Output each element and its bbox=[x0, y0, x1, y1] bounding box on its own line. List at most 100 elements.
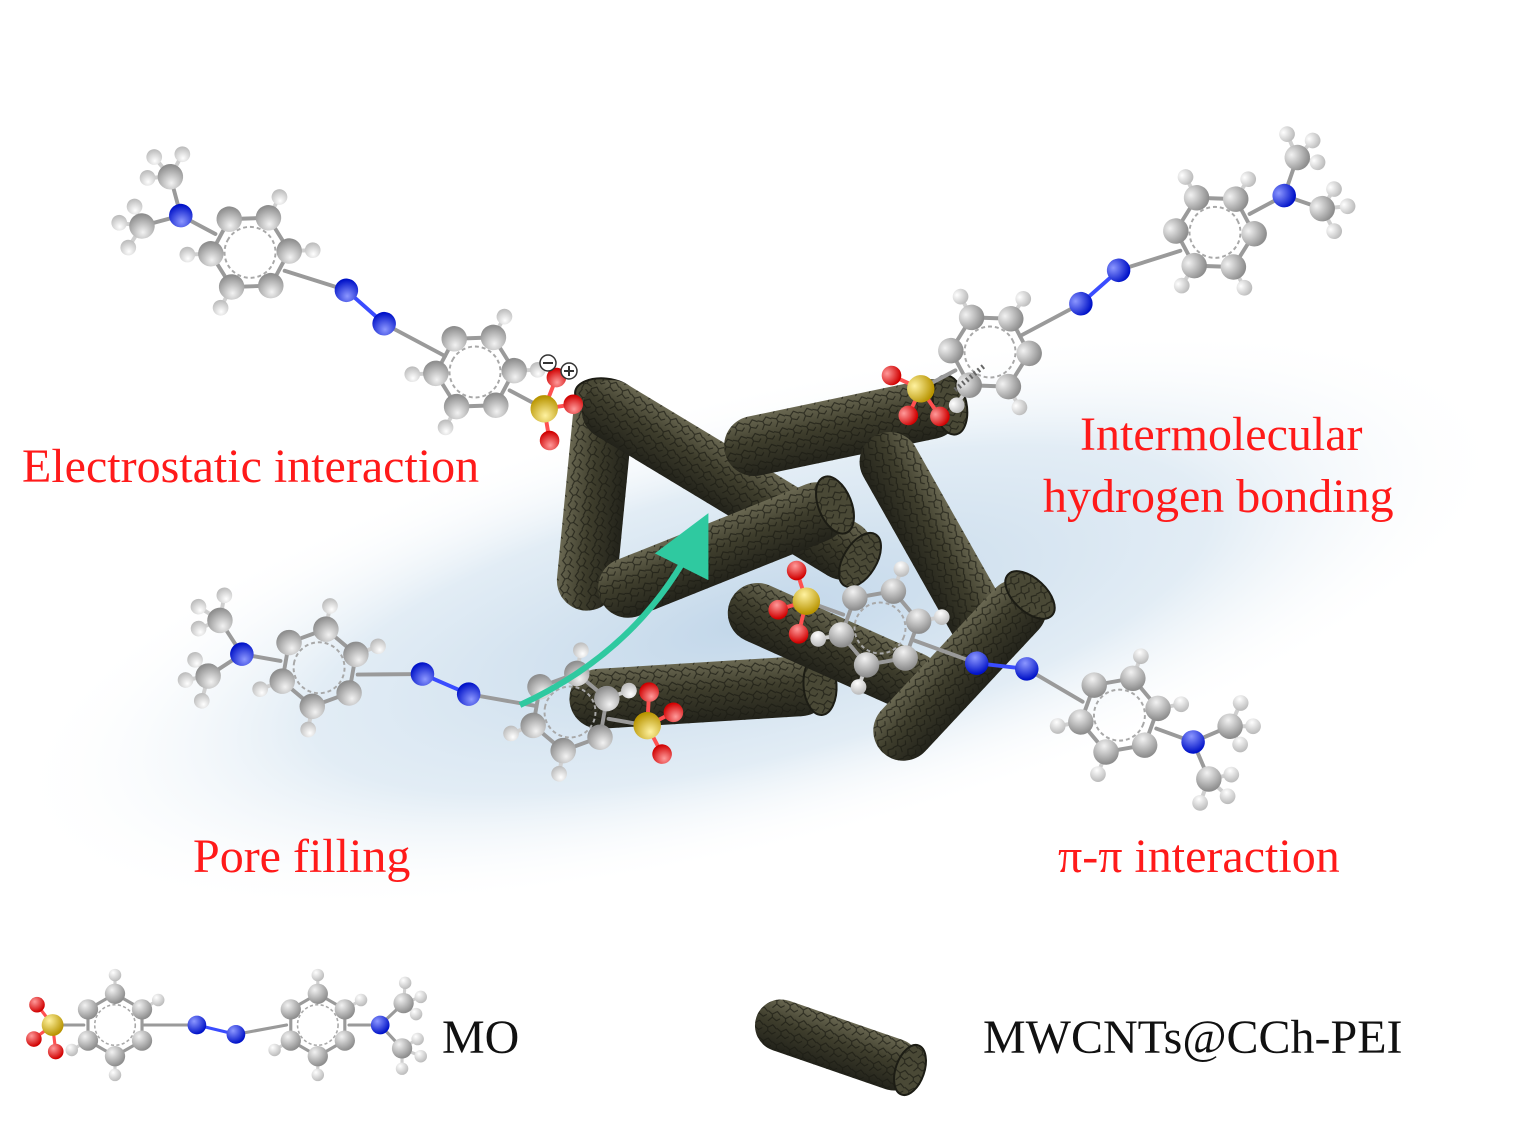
hydrogen-atom bbox=[190, 620, 207, 637]
oxygen-atom bbox=[652, 744, 672, 764]
carbon-atom bbox=[594, 685, 620, 712]
carbon-atom bbox=[258, 272, 284, 299]
hydrogen-atom bbox=[1173, 696, 1190, 713]
carbon-atom bbox=[938, 337, 964, 364]
hydrogen-atom bbox=[190, 598, 207, 615]
carbon-atom bbox=[391, 1038, 413, 1059]
carbon-atom bbox=[1093, 739, 1119, 765]
hydrogen-atom bbox=[1011, 399, 1028, 416]
hydrogen-atom bbox=[411, 1032, 424, 1046]
hydrogen-atom bbox=[174, 146, 191, 163]
carbon-atom bbox=[1181, 252, 1207, 279]
carbon-atom bbox=[1068, 709, 1094, 735]
carbon-atom bbox=[520, 712, 546, 739]
carbon-atom bbox=[892, 645, 918, 671]
hydrogen-atom bbox=[1279, 126, 1295, 142]
carbon-atom bbox=[1145, 695, 1171, 722]
carbon-atom bbox=[995, 373, 1022, 400]
carbon-atom bbox=[483, 392, 509, 418]
hydrogen-atom bbox=[395, 1062, 409, 1075]
carbon-atom bbox=[280, 999, 301, 1020]
hydrogen-atom bbox=[1326, 181, 1342, 197]
oxygen-atom bbox=[786, 560, 807, 581]
nitrogen-atom bbox=[1015, 657, 1039, 681]
nitrogen-atom bbox=[1069, 291, 1093, 316]
hydrogen-atom bbox=[271, 189, 288, 205]
pore-filling-label: Pore filling bbox=[193, 830, 411, 883]
hydrogen-atom bbox=[810, 631, 827, 647]
hydrogen-atom bbox=[177, 672, 194, 688]
carbon-atom bbox=[480, 324, 507, 351]
hydrogen-bonding-label-line2: hydrogen bonding bbox=[1043, 470, 1394, 523]
carbon-atom bbox=[842, 585, 868, 611]
hydrogen-atom bbox=[151, 993, 165, 1007]
nitrogen-atom bbox=[456, 682, 481, 706]
hydrogen-atom bbox=[1133, 648, 1149, 665]
hydrogen-atom bbox=[414, 1049, 427, 1063]
carbon-atom bbox=[998, 306, 1024, 332]
carbon-atom bbox=[587, 724, 613, 750]
oxygen-atom bbox=[539, 430, 560, 451]
nitrogen-atom bbox=[372, 311, 396, 336]
hydrogen-atom bbox=[409, 1007, 423, 1021]
carbon-atom bbox=[1120, 665, 1146, 692]
carbon-atom bbox=[77, 1030, 99, 1051]
carbon-atom bbox=[198, 241, 224, 267]
hydrogen-atom bbox=[252, 681, 268, 698]
hydrogen-atom bbox=[573, 642, 589, 659]
carbon-atom bbox=[307, 983, 328, 1004]
carbon-atom bbox=[334, 999, 355, 1020]
sulfur-atom bbox=[530, 395, 558, 423]
hydrogen-atom bbox=[933, 609, 950, 625]
nitrogen-atom bbox=[169, 203, 193, 228]
hydrogen-atom bbox=[414, 990, 427, 1004]
carbon-atom bbox=[1217, 713, 1243, 739]
hydrogen-atom bbox=[354, 993, 368, 1007]
carbon-atom bbox=[129, 213, 155, 239]
carbon-atom bbox=[880, 578, 907, 604]
hydrogen-atom bbox=[311, 968, 325, 982]
carbon-atom bbox=[1241, 221, 1267, 247]
carbon-atom bbox=[550, 737, 576, 764]
hydrogen-atom bbox=[268, 1043, 281, 1057]
carbon-atom bbox=[104, 983, 126, 1004]
carbon-atom bbox=[1284, 144, 1311, 171]
hydrogen-atom bbox=[300, 721, 317, 738]
molecule-layer bbox=[26, 126, 1356, 1082]
carbon-atom bbox=[1220, 254, 1247, 280]
oxygen-atom bbox=[29, 996, 45, 1013]
carbon-atom bbox=[443, 393, 470, 420]
legend-nanotube-icon bbox=[754, 999, 927, 1097]
oxygen-atom bbox=[639, 682, 659, 702]
carbon-atom bbox=[1223, 186, 1249, 212]
sulfur-atom bbox=[907, 375, 935, 403]
carbon-atom bbox=[828, 622, 855, 648]
carbon-atom bbox=[280, 1030, 301, 1051]
oxygen-atom bbox=[898, 405, 919, 426]
carbon-atom bbox=[441, 326, 467, 352]
hydrogen-atom bbox=[187, 651, 203, 668]
hydrogen-atom bbox=[1090, 766, 1106, 782]
hydrogen-atom bbox=[146, 149, 163, 165]
carbon-atom bbox=[218, 274, 245, 300]
legend-nanotube-label: MWCNTs@CCh-PEI bbox=[983, 1011, 1403, 1064]
hydrogen-atom bbox=[437, 419, 454, 436]
hydrogen-atom bbox=[193, 692, 210, 709]
hydrogen-atom bbox=[1304, 132, 1321, 149]
hydrogen-atom bbox=[1223, 766, 1240, 783]
carbon-atom bbox=[956, 372, 982, 398]
hydrogen-atom bbox=[179, 246, 196, 263]
carbon-atom bbox=[255, 205, 282, 231]
carbon-atom bbox=[1196, 766, 1222, 792]
oxygen-atom bbox=[881, 365, 902, 386]
hydrogen-atom bbox=[311, 1068, 325, 1082]
carbon-atom bbox=[276, 238, 302, 264]
carbon-atom bbox=[1183, 185, 1210, 211]
oxygen-atom bbox=[930, 406, 950, 427]
nanotube-5 bbox=[569, 654, 838, 729]
mo-molecule-bottom-right bbox=[768, 560, 1261, 811]
hydrogen-atom bbox=[1326, 223, 1343, 239]
hydrogen-bond-hatch bbox=[953, 363, 987, 392]
carbon-atom bbox=[131, 999, 153, 1020]
